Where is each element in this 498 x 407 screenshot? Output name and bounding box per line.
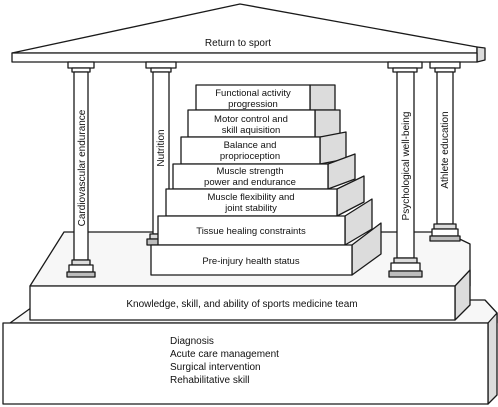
stair-step-balance: Balance and proprioception: [180, 131, 347, 165]
stair-label-line-1: Motor control and: [214, 114, 288, 125]
pillar-label-nutrition: Nutrition: [156, 129, 167, 166]
stair-step-tissue-healing: Tissue healing constraints: [157, 198, 373, 246]
stair-step-muscle-flexibility: Muscle flexibility and joint stability: [165, 175, 365, 217]
stair-label-line-1: Functional activity: [215, 88, 291, 99]
pillar-base-ring: [433, 223, 457, 230]
roof-side: [476, 46, 486, 63]
pillar-base: [431, 228, 459, 237]
stair-front: [165, 188, 338, 217]
pillar-psychological: Psychological well-being: [387, 61, 423, 278]
staircase: Functional activity progression Motor co…: [150, 84, 382, 276]
pillar-plinth: [66, 271, 96, 278]
stair-front: [150, 244, 353, 276]
base-front-face: [2, 322, 489, 405]
pillar-plinth: [429, 235, 461, 242]
stair-label-line-1: Balance and: [224, 140, 277, 151]
base-line-3: Surgical intervention: [170, 362, 261, 373]
stair-label-line-2: joint stability: [224, 203, 277, 214]
upper-platform-front: [29, 285, 456, 321]
stair-front: [180, 136, 321, 165]
pillar-base-ring: [71, 259, 91, 266]
pillar-capital: [145, 61, 177, 69]
pillar-education: Athlete education: [429, 61, 461, 242]
pillar-cardiovascular: Cardiovascular endurance: [66, 61, 96, 278]
stair-front: [187, 109, 316, 138]
stair-label-line-1: Muscle flexibility and: [207, 192, 294, 203]
base-line-1: Diagnosis: [170, 336, 214, 347]
roof-label: Return to sport: [205, 38, 271, 49]
stair-label-line-1: Muscle strength: [216, 166, 283, 177]
pillar-base: [68, 264, 94, 273]
stair-label-line-2: skill aquisition: [222, 125, 281, 136]
base-side-face: [487, 312, 498, 405]
stair-step-pre-injury: Pre-injury health status: [150, 222, 382, 276]
pillar-plinth: [388, 270, 423, 278]
pillar-capital: [429, 61, 461, 69]
pillar-label-education: Athlete education: [440, 111, 451, 188]
pillar-capital: [67, 61, 95, 69]
pillar-label-cardio: Cardiovascular endurance: [77, 109, 88, 226]
stair-side: [314, 109, 341, 138]
pillar-base: [390, 262, 421, 272]
pillar-label-psych: Psychological well-being: [401, 112, 412, 221]
pillar-base-ring: [393, 257, 418, 264]
stair-label-line-2: power and endurance: [204, 177, 296, 188]
stair-step-functional-activity: Functional activity progression: [195, 84, 336, 111]
stair-front: [195, 84, 311, 111]
roof-beam: [11, 52, 478, 63]
base-line-2: Acute care management: [170, 349, 279, 360]
stair-label-line-2: progression: [228, 99, 278, 110]
stair-label-line-2: proprioception: [220, 151, 280, 162]
stair-step-motor-control: Motor control and skill aquisition: [187, 109, 341, 138]
stair-label: Pre-injury health status: [202, 256, 299, 267]
stair-side: [309, 84, 336, 111]
stair-label: Tissue healing constraints: [196, 226, 306, 237]
pillar-capital: [387, 61, 423, 69]
upper-platform-label: Knowledge, skill, and ability of sports …: [126, 299, 357, 310]
stair-front: [157, 215, 346, 246]
base-line-4: Rehabilitative skill: [170, 375, 249, 386]
roof: Return to sport: [11, 3, 486, 63]
